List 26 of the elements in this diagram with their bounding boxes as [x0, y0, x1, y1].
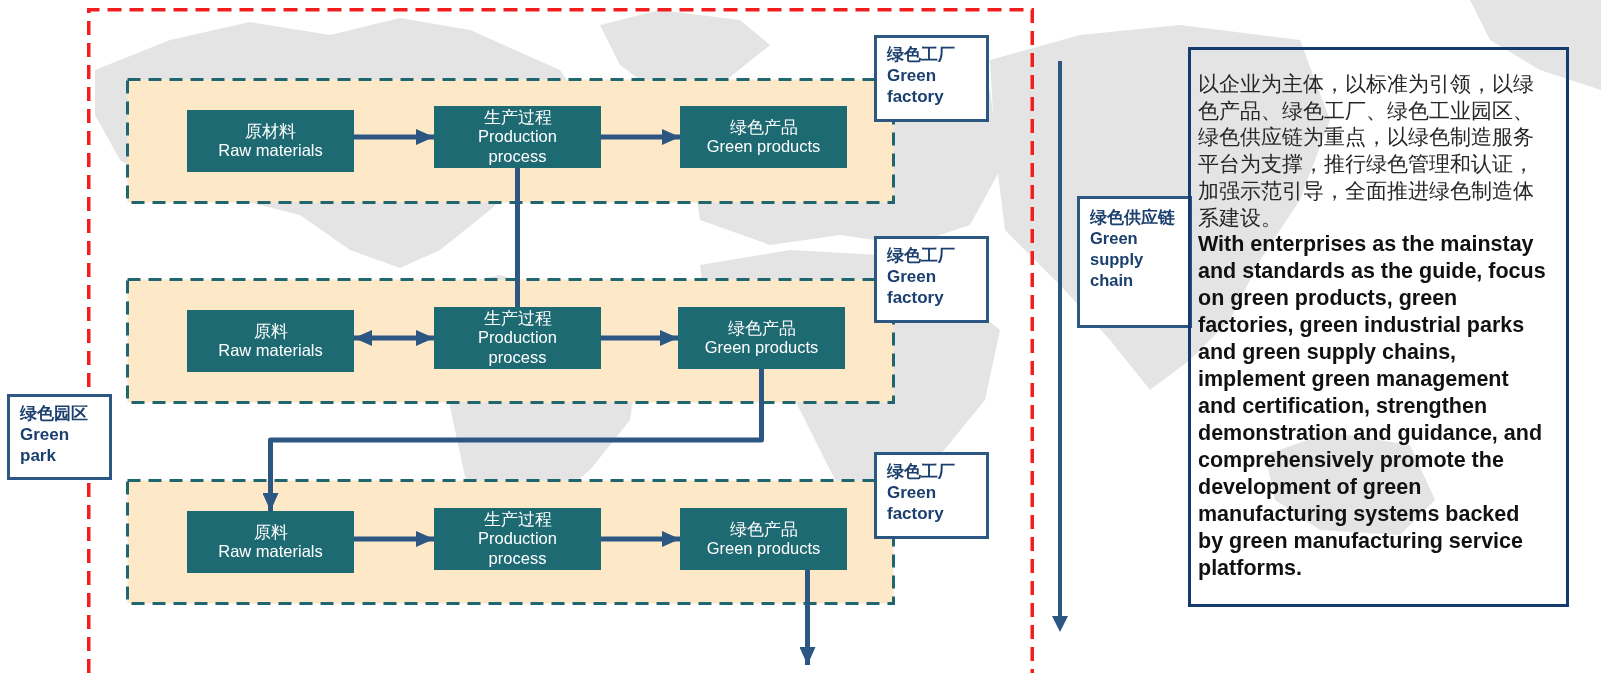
text-panel — [1188, 47, 1569, 607]
process-box: 原材料 Raw materials — [187, 110, 354, 172]
arrow — [354, 531, 434, 547]
arrow — [601, 330, 678, 346]
paragraph-text: With enterprises as the mainstay and standards as the guide, focus on green products, green factories, green industrial parks and green supply chains, implement green management and certification, strengthen demonstration and guidance, and comprehensively promote the development of green manufacturing systems backed by green manufacturing service platforms. — [1198, 231, 1547, 583]
heading-label: 绿色工厂 Green factory — [874, 236, 989, 323]
arrow — [601, 531, 680, 547]
arrow — [354, 129, 434, 145]
arrow — [601, 129, 680, 145]
arrow — [262, 369, 764, 511]
process-box: 原料 Raw materials — [187, 511, 354, 573]
process-box: 绿色产品 Green products — [680, 106, 847, 168]
paragraph-text: 以企业为主体，以标准为引领，以绿色产品、绿色工厂、绿色工业园区、绿色供应链为重点，以绿色制造服务平台为支撑，推行绿色管理和认证，加强示范引导，全面推进绿色制造体系建设。 — [1198, 71, 1535, 231]
heading-label: 绿色园区 Green park — [7, 394, 112, 480]
category-label: 绿色供应链 Green supply chain — [1077, 196, 1192, 328]
heading-label: 绿色工厂 Green factory — [874, 452, 989, 539]
heading-label: 绿色工厂 Green factory — [874, 35, 989, 122]
process-box: 绿色产品 Green products — [680, 508, 847, 570]
arrow — [354, 330, 434, 346]
process-box: 生产过程 Production process — [434, 106, 601, 168]
process-box: 绿色产品 Green products — [678, 307, 845, 369]
connector-line — [515, 168, 520, 307]
process-box: 生产过程 Production process — [434, 508, 601, 570]
arrow — [799, 570, 816, 665]
process-box: 原料 Raw materials — [187, 310, 354, 372]
process-box: 生产过程 Production process — [434, 307, 601, 369]
